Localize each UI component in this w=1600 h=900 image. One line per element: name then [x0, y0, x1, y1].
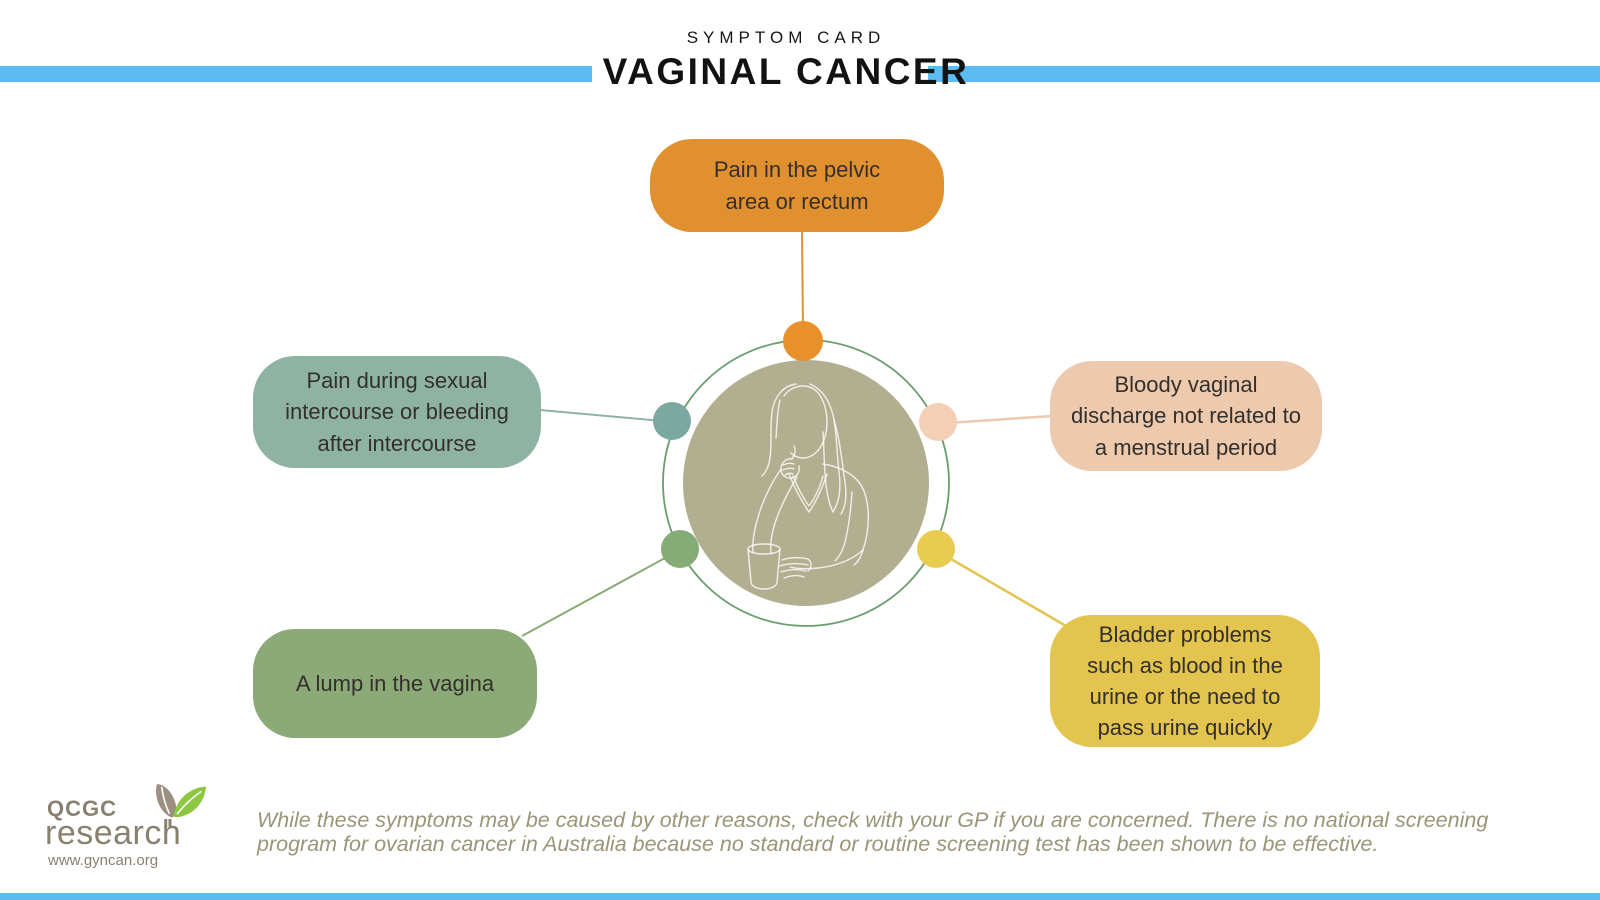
connector-bladder-problems: [938, 550, 1067, 628]
connector-bloody-discharge: [946, 414, 1053, 425]
center-circle: [683, 360, 929, 606]
header: SYMPTOM CARD VAGINAL CANCER: [0, 28, 1572, 93]
connector-intercourse-pain: [539, 409, 664, 422]
connector-vaginal-lump: [521, 551, 677, 637]
symptom-card-bladder-problems: Bladder problems such as blood in the ur…: [1050, 615, 1320, 747]
node-dot-intercourse-pain: [653, 402, 691, 440]
node-dot-bladder-problems: [917, 530, 955, 568]
bottom-accent-bar: [0, 893, 1600, 900]
eyebrow-label: SYMPTOM CARD: [686, 28, 886, 47]
node-dot-vaginal-lump: [661, 530, 699, 568]
disclaimer-text: While these symptoms may be caused by ot…: [257, 808, 1489, 857]
page-title: VAGINAL CANCER: [602, 51, 970, 92]
symptom-card-vaginal-lump: A lump in the vagina: [253, 629, 537, 738]
logo-line2: research: [45, 814, 182, 852]
title-accent-bar-right: [928, 66, 1600, 82]
leaf-logo-icon: [156, 783, 206, 828]
symptom-card-bloody-discharge: Bloody vaginal discharge not related to …: [1050, 361, 1322, 471]
node-dot-bloody-discharge: [919, 403, 957, 441]
title-accent-bar-left: [0, 66, 592, 82]
symptom-card-pelvic-pain: Pain in the pelvic area or rectum: [650, 139, 944, 232]
logo-line1: QCGC: [47, 796, 117, 821]
node-dot-pelvic-pain: [783, 321, 823, 361]
connector-pelvic-pain: [801, 229, 804, 332]
woman-thinking-illustration: [747, 383, 869, 590]
symptom-card-intercourse-pain: Pain during sexual intercourse or bleedi…: [253, 356, 541, 468]
logo-url: www.gyncan.org: [48, 852, 159, 869]
